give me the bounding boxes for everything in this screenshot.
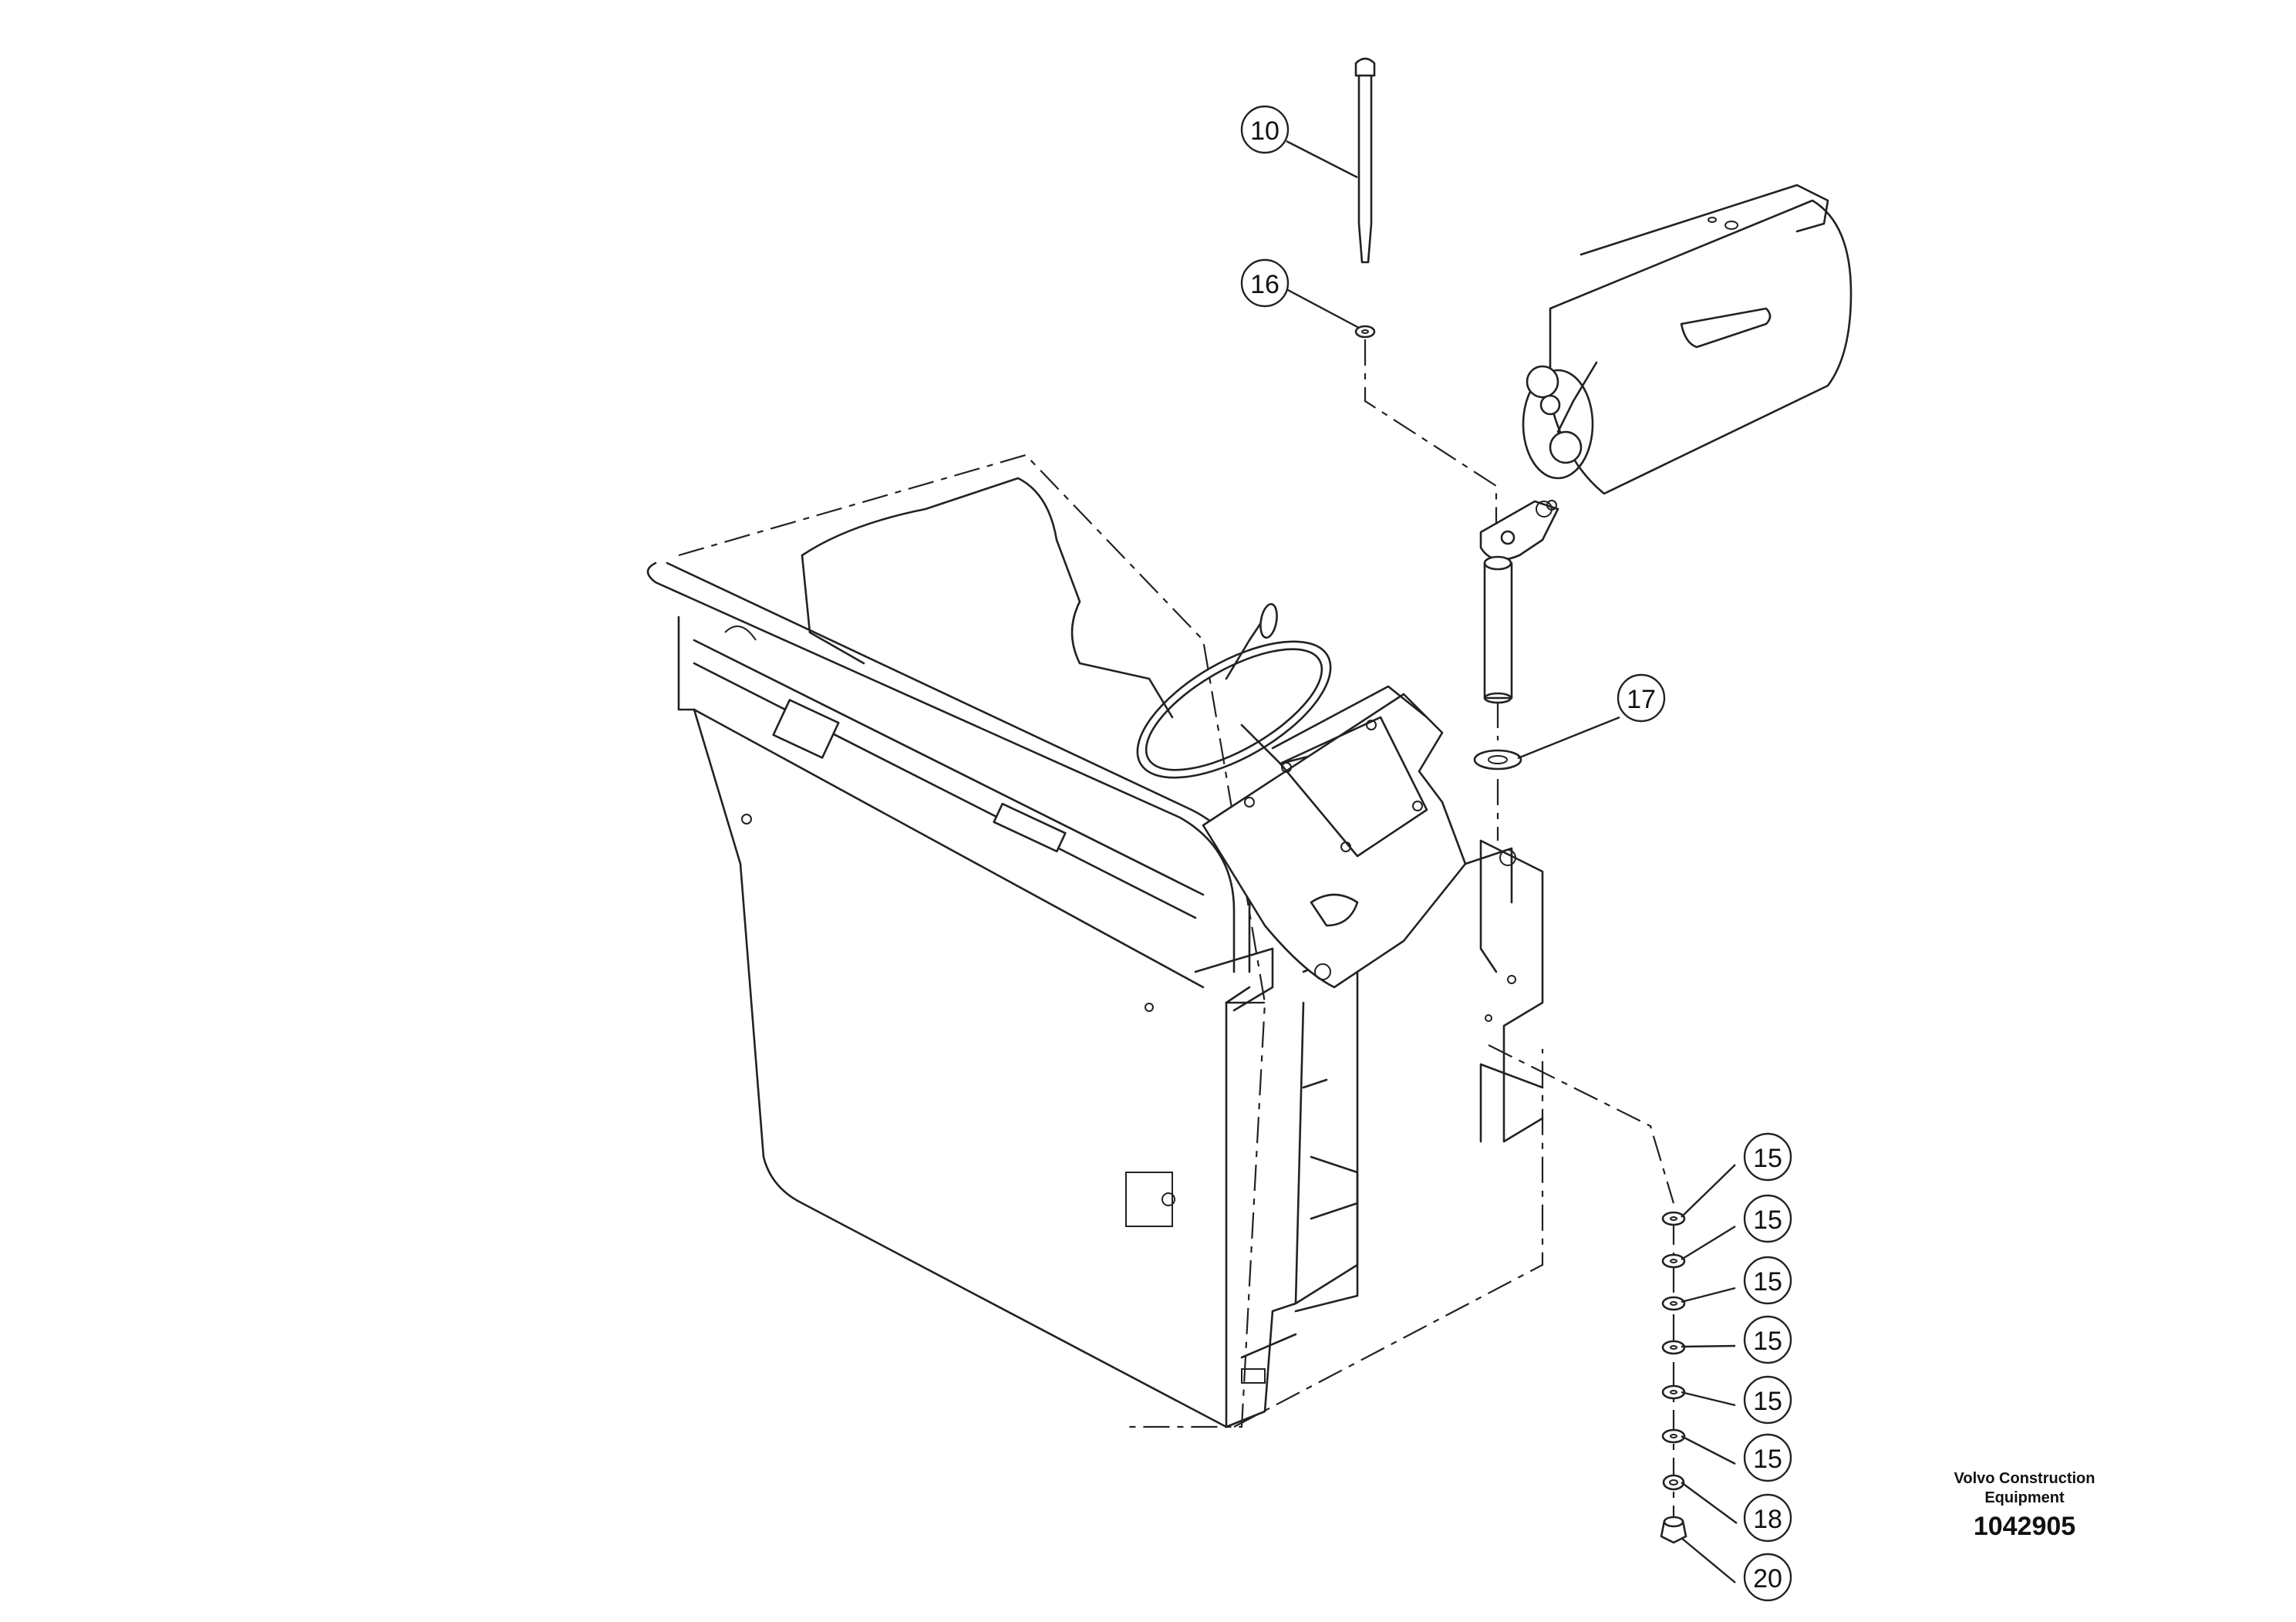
bolt-washer — [1354, 325, 1376, 339]
hardware-stack — [1354, 57, 1687, 1544]
callout-label: 15 — [1753, 1206, 1782, 1235]
callout-label: 10 — [1250, 116, 1279, 146]
callout-10: 10 — [1240, 105, 1290, 154]
control-box — [1479, 184, 1853, 561]
callout-label: 16 — [1250, 270, 1279, 299]
drawing-number: 1042905 — [1973, 1512, 2076, 1541]
brand-line-2: Equipment — [1984, 1489, 2065, 1506]
callout-label: 15 — [1753, 1327, 1782, 1356]
guard-rail — [646, 561, 1274, 1012]
callout-label: 15 — [1753, 1144, 1782, 1173]
bolt — [1354, 57, 1376, 264]
nut — [1660, 1516, 1687, 1544]
steering-column-cover — [1202, 685, 1516, 989]
callout-leaders — [1286, 140, 1738, 1583]
console-housing — [678, 454, 1544, 1428]
callout-18: 18 — [1743, 1493, 1792, 1543]
brand-label: Volvo Construction Equipment — [1928, 1469, 2121, 1508]
mounting-pin — [1483, 555, 1513, 704]
large-washer — [1473, 749, 1522, 771]
callout-17: 17 — [1617, 673, 1666, 723]
callout-20: 20 — [1743, 1553, 1792, 1602]
callout-15-a: 15 — [1743, 1132, 1792, 1182]
callout-label: 15 — [1753, 1387, 1782, 1416]
callout-16: 16 — [1240, 258, 1290, 308]
steering-wheel — [1136, 602, 1332, 779]
callout-label: 15 — [1753, 1445, 1782, 1474]
callout-label: 17 — [1627, 685, 1656, 714]
operator-seat — [801, 477, 1174, 719]
callout-15-e: 15 — [1743, 1375, 1792, 1425]
callout-15-c: 15 — [1743, 1256, 1792, 1305]
callout-15-d: 15 — [1743, 1315, 1792, 1364]
callout-15-f: 15 — [1743, 1433, 1792, 1482]
callout-label: 20 — [1753, 1564, 1782, 1593]
callout-label: 18 — [1753, 1505, 1782, 1534]
callout-label: 15 — [1753, 1267, 1782, 1297]
callout-15-b: 15 — [1743, 1194, 1792, 1243]
brand-line-1: Volvo Construction — [1954, 1470, 2095, 1487]
